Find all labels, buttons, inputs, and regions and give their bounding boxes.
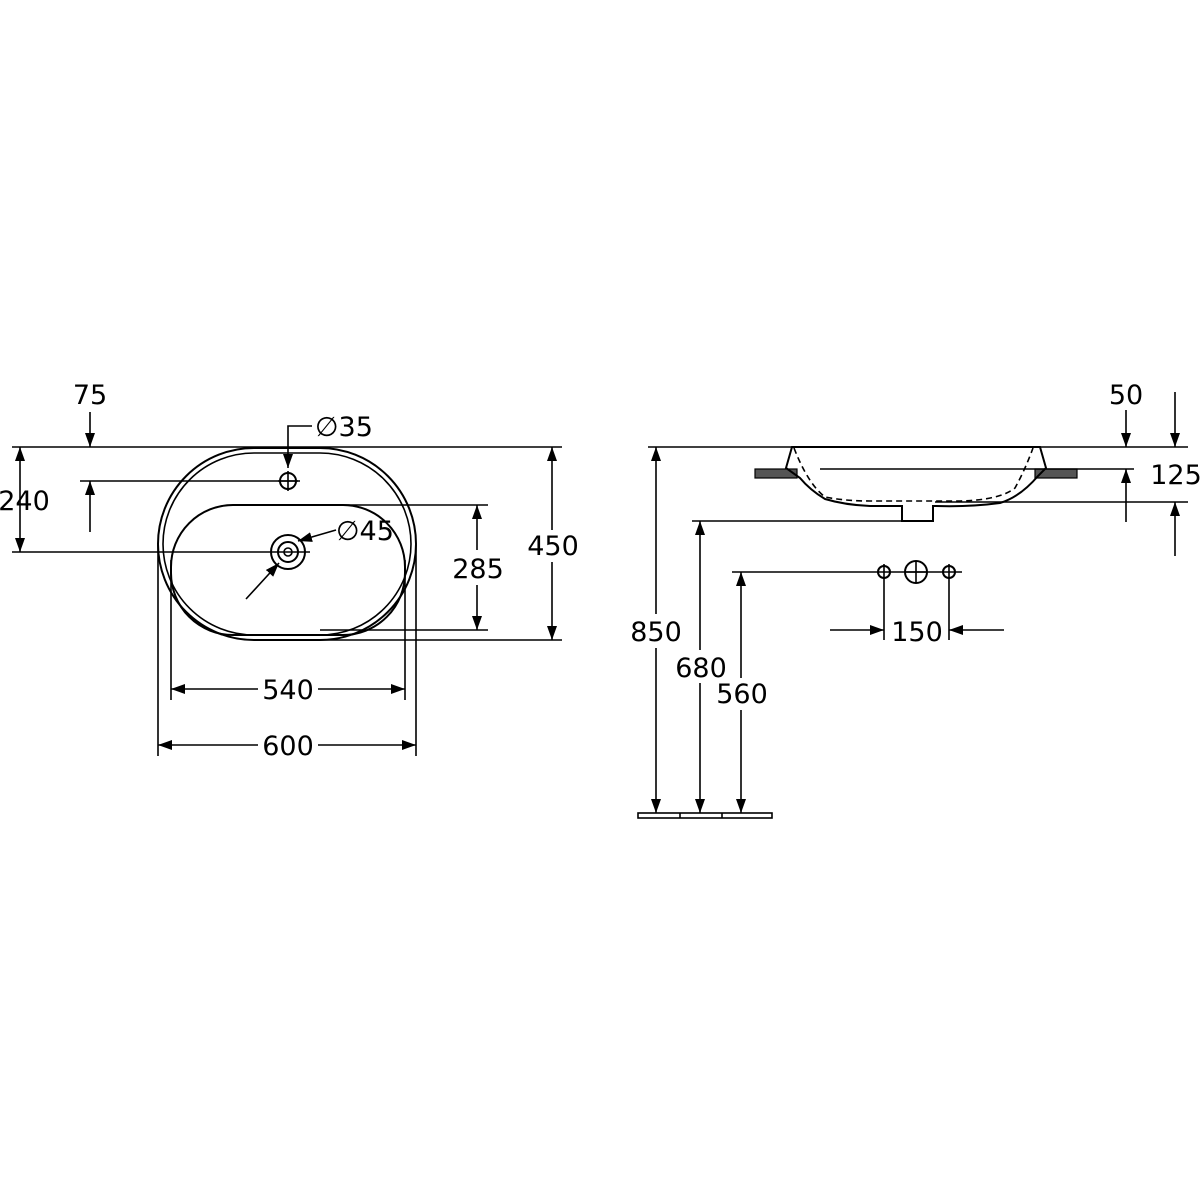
dim-600-label: 600 bbox=[262, 731, 314, 762]
basin-outer-rim bbox=[157, 447, 417, 641]
dim-680-label: 680 bbox=[675, 653, 727, 684]
dim-d35-leader bbox=[283, 425, 312, 468]
dim-125-label: 125 bbox=[1150, 460, 1200, 491]
dim-285-label: 285 bbox=[452, 554, 504, 585]
dim-150-label: 150 bbox=[891, 617, 943, 648]
dim-540-label: 540 bbox=[262, 675, 314, 706]
floor-line bbox=[637, 812, 773, 819]
tap-hole-left-icon bbox=[877, 564, 891, 580]
tap-hole-center-icon bbox=[904, 560, 928, 584]
dim-50-label: 50 bbox=[1109, 380, 1143, 411]
dim-240-label: 240 bbox=[0, 486, 50, 517]
dim-d45-label: ∅45 bbox=[336, 516, 394, 547]
dim-450-label: 450 bbox=[527, 531, 579, 562]
dim-75-label: 75 bbox=[73, 380, 107, 411]
dim-d45-leader-upper bbox=[297, 529, 337, 542]
basin-inner-dashed bbox=[793, 447, 1034, 502]
dim-560-label: 560 bbox=[716, 679, 768, 710]
plan-view: 75 240 ∅35 ∅45 285 450 540 600 bbox=[0, 380, 579, 762]
tap-hole-right-icon bbox=[942, 564, 956, 580]
basin-side-profile bbox=[784, 446, 1048, 522]
dim-d45-leader-lower bbox=[245, 562, 280, 600]
dim-d35-label: ∅35 bbox=[315, 412, 373, 443]
side-view: 150 50 125 850 680 560 bbox=[630, 380, 1200, 819]
countertop-left bbox=[754, 468, 798, 479]
dim-850-label: 850 bbox=[630, 617, 682, 648]
